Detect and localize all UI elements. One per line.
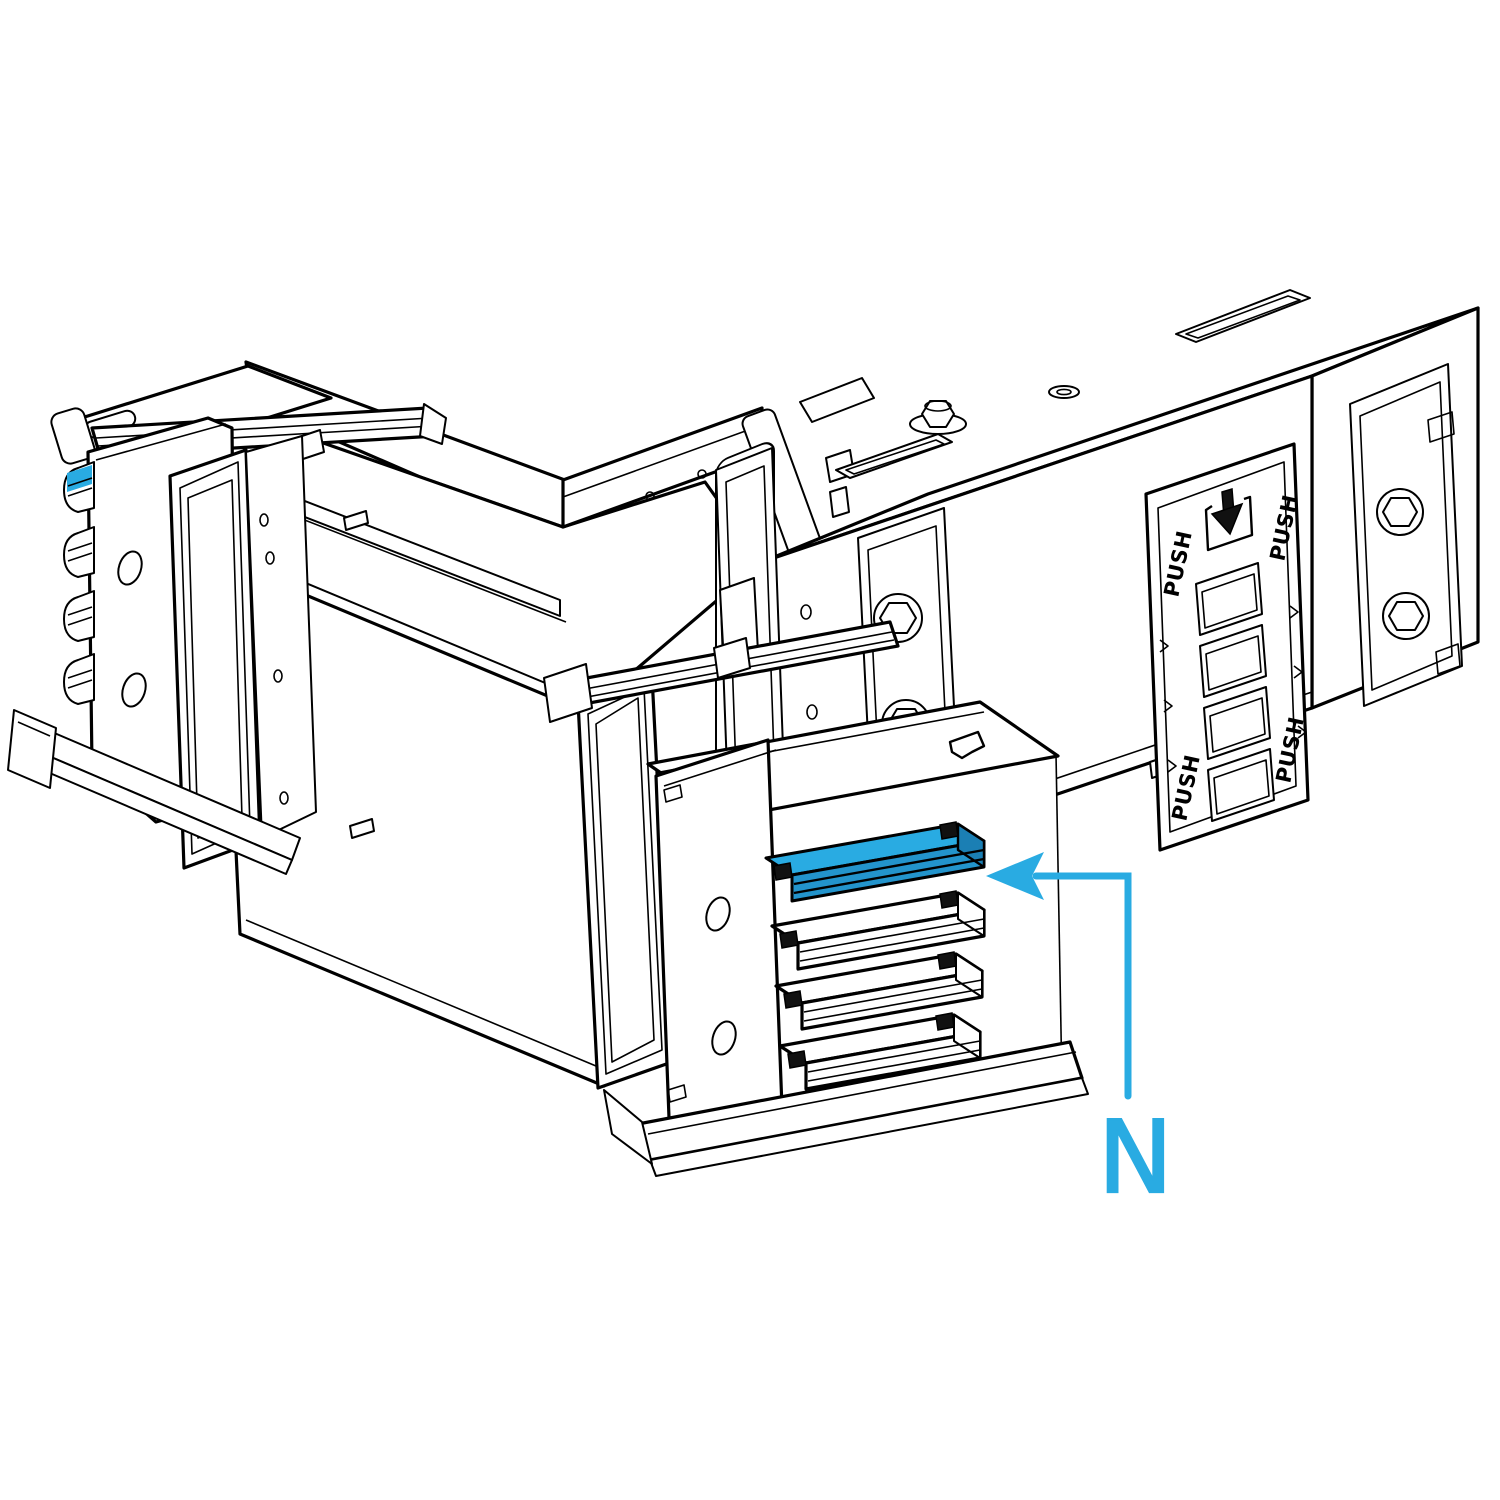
tap-off-panel: PUSH PUSH PUSH PUSH	[1144, 442, 1310, 852]
plate-hole-2	[121, 672, 147, 708]
left-end-block	[7, 364, 447, 875]
plate-hole-1	[117, 550, 143, 586]
top-handle-slot	[835, 289, 1311, 479]
front-branch-opening	[543, 577, 1089, 1177]
hex-bolt-end-1	[1376, 488, 1424, 536]
neutral-annotation: N	[986, 852, 1174, 1217]
end-bottom-tray	[7, 709, 301, 875]
push-window-1	[1195, 562, 1263, 636]
conductor-lugs	[63, 461, 95, 705]
end-panel	[1349, 363, 1463, 707]
push-window-2	[1199, 624, 1267, 698]
insert-arrow-icon	[1204, 488, 1254, 552]
neutral-busbar	[764, 821, 986, 903]
hex-bolt-top	[909, 400, 967, 435]
branch-clamp	[543, 620, 900, 723]
main-duct	[220, 360, 875, 1088]
branch-duct-wall	[561, 406, 764, 529]
neutral-arrow-line	[1032, 872, 1132, 1100]
push-window-4	[1207, 748, 1275, 822]
neutral-label: N	[1098, 1099, 1173, 1216]
latch-hook	[948, 730, 986, 760]
branch-side-plate	[654, 738, 784, 1146]
push-window-3	[1203, 686, 1271, 760]
neutral-lug-highlight	[67, 465, 92, 492]
branch-bottom-tray	[603, 1040, 1089, 1177]
neutral-arrow-head	[986, 852, 1044, 900]
phase-busbar-1	[770, 890, 986, 971]
phase-busbar-3	[778, 1012, 982, 1091]
branch-clamp-nut	[713, 637, 751, 679]
top-hole	[1048, 385, 1080, 399]
phase-busbar-2	[774, 951, 984, 1031]
hex-bolt-end-2	[1382, 592, 1430, 640]
end-rim-plate	[245, 435, 317, 839]
